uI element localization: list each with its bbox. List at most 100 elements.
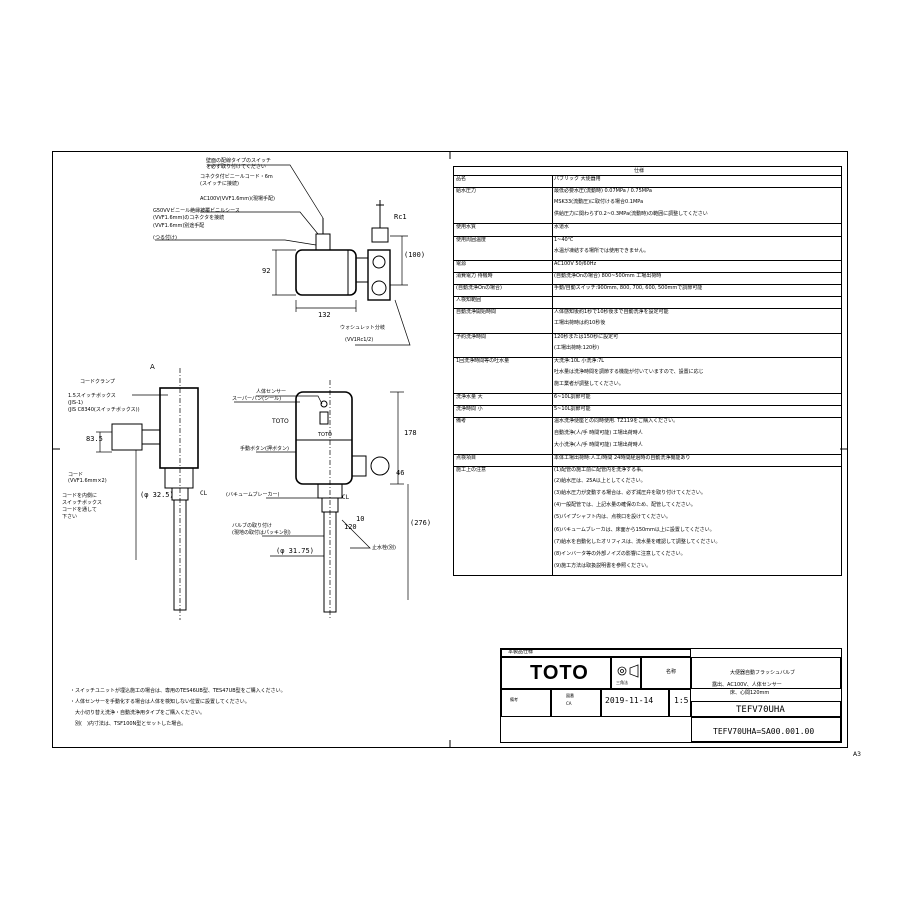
tb-name-caption: 名称 xyxy=(666,669,677,675)
side-callout-8: スイッチボックス xyxy=(62,500,102,506)
tb-product-cell xyxy=(691,657,841,689)
spec-row-label: 点検項目 xyxy=(456,454,477,461)
front-callout-5: (バキュームブレーカー) xyxy=(226,492,280,498)
spec-row-value: (工場出荷時:120秒) xyxy=(554,344,600,351)
front-dim-6: (276) xyxy=(410,519,432,527)
top-callout-10: ウォシュレット分岐 xyxy=(340,325,385,331)
spec-row: 大小洗浄(人/手 時間可能) 工場出荷時人 xyxy=(454,442,841,454)
tb-spec-line2: 床、心間120mm xyxy=(730,690,770,696)
spec-row: 備考温水洗浄便座との同時使用. TZ119をご購入ください。 xyxy=(454,417,841,429)
tb-projection-cell xyxy=(611,657,641,689)
front-nameplate: TOTO xyxy=(318,432,332,438)
spec-row-value: 供給圧力に関わらず0.2~0.3MPa(流動時)の範囲に調整してください xyxy=(554,211,708,218)
spec-row-label: 給水圧力 xyxy=(456,188,477,195)
tb-stamp-header: 本製品仕様 xyxy=(508,649,534,655)
front-callout-6: バルブの取り付け xyxy=(232,523,273,529)
side-dim-cl: CL xyxy=(200,490,208,497)
side-callout-5: コード xyxy=(68,472,84,478)
note-2: ・人体センサーを手動化する場合は人体を検知しない位置に設置してください。 xyxy=(70,699,250,705)
spec-row-value: (3)給水圧力が変動する場合は、必ず減圧弁を取り付けてください。 xyxy=(554,490,706,497)
spec-row-value: 人体感知後約1秒で10秒後まで自動洗浄を設定可能 xyxy=(554,309,669,316)
tb-model: TEFV70UHA xyxy=(736,705,785,715)
spec-row-label: 予約洗浄時間 xyxy=(456,333,487,340)
spec-row-value: MSK33(流動圧)に取付ける場合0.1MPa xyxy=(554,199,644,206)
side-callout-3: (JIS-1) xyxy=(68,400,84,406)
spec-row-value: 大洗浄:10L 小洗浄:7L xyxy=(554,357,605,364)
spec-row-label: 自動洗浄開始時間 xyxy=(456,309,497,316)
spec-row-value: 大小洗浄(人/手 時間可能) 工場出荷時人 xyxy=(554,441,643,448)
tb-label-b: 図番 xyxy=(566,693,574,698)
top-callout-6: G50VVビニール絶縁被覆ビニルシース xyxy=(153,208,240,214)
spec-row: (6)バキュームブレーカは、床面から150mm以上に設置してください。 xyxy=(454,527,841,539)
spec-row: (8)インバータ等の外部ノイズの影響に注意してください。 xyxy=(454,551,841,563)
spec-row-value: 5~10L調節可能 xyxy=(554,406,591,413)
tb-drawing-no-cell xyxy=(691,717,841,742)
spec-row-label: 備考 xyxy=(456,418,467,425)
tb-model-cell xyxy=(691,701,841,717)
spec-row: (3)給水圧力が変動する場合は、必ず減圧弁を取り付けてください。 xyxy=(454,490,841,502)
side-callout-2: 1.5スイッチボックス xyxy=(68,393,116,399)
spec-row: 使用水質水道水 xyxy=(454,223,841,235)
tb-label-c: CA xyxy=(566,701,572,706)
spec-row-label: 品名 xyxy=(456,176,467,182)
spec-row-value: (4)一般配管では、上記水量の確保のため、配管してください。 xyxy=(554,502,696,509)
tb-label-a: 備考 xyxy=(510,697,518,702)
spec-row: 消費電力 待機時(自動洗浄Onの場合) 800~500mm 工場出荷時 xyxy=(454,271,841,284)
front-callout-3: TOTO xyxy=(272,418,289,425)
tb-spec-line1: 露出、AC100V、人体センサー xyxy=(712,682,782,688)
spec-row: 点検項目 本体工場出荷時:人工/時間 24時間経過時の自動洗浄機能あり xyxy=(454,453,841,466)
side-callout-9: コードを通して xyxy=(62,507,97,513)
spec-row-value: (8)インバータ等の外部ノイズの影響に注意してください。 xyxy=(554,550,686,557)
top-dim-width: 132 xyxy=(318,311,331,319)
spec-row-value: (2)給水圧は、25A以上としてください。 xyxy=(554,478,646,485)
spec-row-value: 最低必要水圧(流動時) 0.07MPa / 0.75MPa xyxy=(554,188,652,195)
side-callout-1: コードクランプ xyxy=(80,379,115,385)
spec-header: 仕様 xyxy=(634,168,645,174)
spec-row-value: 水温が凍結する場所では使用できません。 xyxy=(554,247,649,254)
side-callout-6: (VVF1.6mm×2) xyxy=(68,478,107,484)
note-4: 別( )内寸法は、TSF100N型とセットした場合。 xyxy=(70,721,187,727)
tb-date-cell xyxy=(601,689,669,717)
spec-row-value: 6~10L調節可能 xyxy=(554,394,591,401)
top-callout-2: を必ず取り付けてください xyxy=(206,164,266,170)
top-callout-4: (スイッチに接続) xyxy=(200,181,239,187)
spec-row-value: (5)パイプシャフト内は、点検口を設けてください。 xyxy=(554,514,671,521)
tb-stamp-cell xyxy=(501,649,691,657)
spec-row-value: 本体工場出荷時:人工/時間 24時間経過時の自動洗浄機能あり xyxy=(554,454,691,461)
spec-row-value: (1)配管の施工前に配管内を洗浄する事。 xyxy=(554,466,647,473)
side-dim-2: (φ 32.5) xyxy=(140,491,174,499)
spec-row: (自動洗浄Onの場合)手動/自動スイッチ:900mm, 800, 700, 60… xyxy=(454,284,841,296)
top-callout-1: 壁面の配線タイプのスイッチ xyxy=(206,158,272,164)
spec-row-value: 手動/自動スイッチ:900mm, 800, 700, 600, 500mmで調節… xyxy=(554,285,703,292)
tb-b-cell xyxy=(551,689,601,717)
front-callout-1: 人体センサー xyxy=(256,389,287,395)
spec-row-value: 1~40℃ xyxy=(554,236,574,243)
tb-scale-cell xyxy=(669,689,691,717)
spec-row: 吐水量は洗浄時間を調節する機能が付いていますので、設置に応じ xyxy=(454,369,841,381)
spec-row: 人検知範囲 xyxy=(454,296,841,308)
top-callout-5: AC100V(VVF1.6mm)(現場手配) xyxy=(200,196,276,202)
front-dim-cl: CL xyxy=(342,494,350,501)
spec-row-label: 1回洗浄時間等の吐水量 xyxy=(456,357,510,364)
spec-row-value: 工場出荷時は約10秒後 xyxy=(554,320,606,327)
spec-row-value: (6)バキュームブレーカは、床面から150mm以上に設置してください。 xyxy=(554,526,715,533)
spec-row: 1回洗浄時間等の吐水量 大洗浄:10L 小洗浄:7L xyxy=(454,356,841,369)
tb-date: 2019-11-14 xyxy=(605,696,654,705)
side-callout-10: 下さい xyxy=(62,514,78,520)
spec-row-value: 施工業者が調整してください。 xyxy=(554,381,624,388)
spec-row: 施工上の注意 (1)配管の施工前に配管内を洗浄する事。 xyxy=(454,465,841,478)
spec-row-label: 人検知範囲 xyxy=(456,297,482,304)
top-dim-right: (100) xyxy=(404,251,426,259)
spec-row: 水温が凍結する場所では使用できません。 xyxy=(454,248,841,260)
tb-name-caption-cell xyxy=(641,657,691,689)
top-callout-7: (VVF1.6mm)のコネクタを接続 xyxy=(153,215,225,221)
spec-row-label: 施工上の注意 xyxy=(456,466,487,473)
front-callout-8: 止水栓(別) xyxy=(372,545,396,551)
spec-row-value: 120秒または150秒に設定可 xyxy=(554,333,619,340)
